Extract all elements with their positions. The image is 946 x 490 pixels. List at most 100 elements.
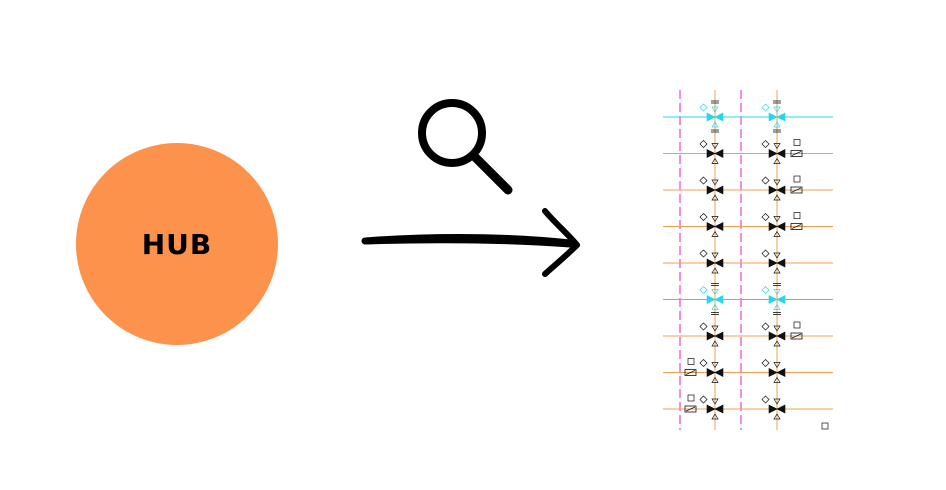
valve-triangle	[773, 121, 781, 128]
valve-actuator	[761, 358, 770, 368]
valve-half	[714, 112, 724, 122]
valve-symbol	[699, 212, 724, 237]
sensor-head	[793, 212, 801, 219]
magnifier-icon	[418, 99, 513, 195]
valve-triangle	[773, 376, 781, 383]
valve-triangle	[773, 252, 781, 259]
valve-half	[706, 404, 716, 414]
valve-symbol	[699, 100, 724, 133]
valve-half	[776, 331, 786, 341]
valve-half	[714, 368, 724, 377]
valve-actuator	[761, 103, 770, 112]
valve-triangle	[773, 303, 781, 310]
valve-triangle	[773, 362, 781, 369]
valve-actuator	[699, 395, 708, 404]
corner-marker	[821, 422, 829, 430]
valve-half	[768, 331, 778, 341]
valve-half	[706, 258, 716, 268]
valve-triangle	[773, 230, 781, 237]
sensor-head	[793, 139, 801, 146]
valve-actuator	[761, 212, 770, 222]
arrow-right-icon	[361, 208, 580, 277]
valve-triangle	[711, 252, 719, 259]
valve-triangle	[711, 121, 719, 128]
valve-schematic	[663, 90, 833, 430]
valve-half	[714, 258, 724, 268]
valve-triangle	[711, 289, 719, 296]
sensor-head	[687, 358, 695, 365]
valve-half	[776, 295, 786, 304]
valve-triangle	[711, 157, 719, 164]
valve-triangle	[773, 325, 781, 332]
valve-actuator	[761, 322, 770, 331]
valve-actuator	[699, 358, 708, 368]
valve-symbol	[761, 100, 786, 133]
sensor-box	[790, 332, 803, 340]
valve-symbol	[761, 175, 803, 201]
valve-triangle	[711, 106, 719, 113]
valve-triangle	[711, 179, 719, 186]
valve-triangle	[711, 267, 719, 274]
valve-half	[706, 185, 716, 195]
valve-symbol	[761, 358, 786, 383]
valve-triangle	[773, 398, 781, 405]
sensor-head	[793, 321, 801, 329]
valve-symbol	[699, 176, 724, 201]
valve-triangle	[773, 413, 781, 420]
valve-triangle	[711, 143, 719, 150]
valve-half	[706, 331, 716, 341]
valve-half	[714, 185, 724, 195]
valve-symbol	[699, 249, 724, 274]
valve-half	[776, 258, 786, 268]
valve-triangle	[773, 194, 781, 201]
valve-half	[776, 149, 786, 158]
valve-half	[768, 368, 778, 377]
valve-triangle	[711, 216, 719, 223]
valve-triangle	[711, 413, 719, 420]
sensor-slash	[685, 370, 696, 375]
valve-triangle	[773, 340, 781, 347]
valve-triangle	[711, 325, 719, 332]
valve-half	[768, 185, 778, 195]
valve-triangle	[773, 267, 781, 274]
hub-node: HUB	[76, 143, 278, 345]
valve-half	[776, 404, 786, 414]
valve-symbol	[684, 358, 724, 383]
valve-actuator	[761, 176, 770, 185]
valve-triangle	[711, 340, 719, 347]
valve-half	[776, 185, 786, 195]
valve-actuator	[699, 176, 708, 185]
valve-half	[768, 258, 778, 268]
valve-triangle	[711, 362, 719, 369]
valve-half	[776, 112, 786, 122]
valve-triangle	[711, 398, 719, 405]
valve-half	[706, 149, 716, 158]
valve-triangle	[773, 289, 781, 296]
valve-half	[714, 149, 724, 158]
valve-half	[768, 222, 778, 231]
valve-triangle	[711, 230, 719, 237]
sensor-slash	[791, 151, 802, 156]
valve-triangle	[773, 179, 781, 186]
valve-half	[776, 222, 786, 231]
sensor-box	[684, 405, 697, 413]
sensor-box	[790, 186, 803, 194]
sensor-slash	[791, 224, 802, 229]
valve-actuator	[699, 103, 708, 112]
valve-actuator	[761, 285, 770, 295]
sensor-slash	[685, 406, 696, 412]
valve-actuator	[761, 249, 770, 258]
valve-actuator	[699, 139, 708, 149]
valve-triangle	[773, 106, 781, 113]
valve-half	[706, 295, 716, 304]
valve-symbol	[699, 283, 724, 315]
valve-actuator	[699, 285, 708, 295]
valve-half	[768, 149, 778, 158]
valve-symbol	[761, 249, 786, 274]
valve-actuator	[761, 395, 770, 404]
sensor-head	[687, 394, 695, 402]
valve-half	[714, 404, 724, 414]
valve-symbol	[761, 212, 803, 237]
hub-label: HUB	[141, 227, 213, 261]
valve-half	[776, 368, 786, 377]
